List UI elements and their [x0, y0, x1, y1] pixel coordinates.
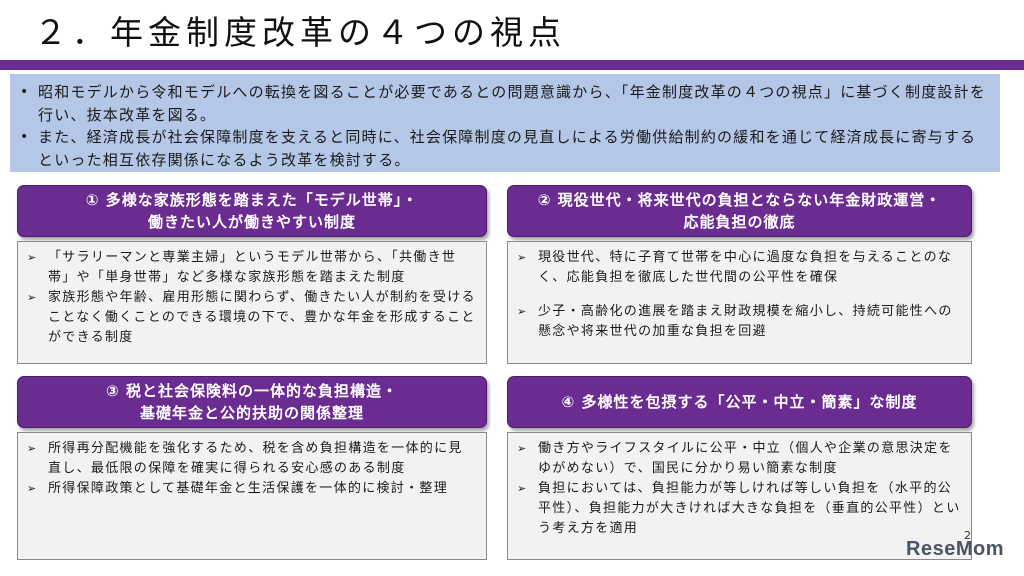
- logo-prefix: Rese: [906, 538, 956, 560]
- list-item: ➢ 「サラリーマンと専業主婦」というモデル世帯から、「共働き世帯」や「単身世帯」…: [27, 248, 476, 288]
- logo-suffix: Mom: [955, 538, 1004, 560]
- section-4-content: ➢ 働き方やライフスタイルに公平・中立（個人や企業の意思決定をゆがめない）で、国…: [507, 432, 972, 560]
- section-2-title: ② 現役世代・将来世代の負担とならない年金財政運営・ 応能負担の徹底: [537, 191, 942, 231]
- page-number: 2: [964, 529, 971, 542]
- summary-item: • また、経済成長が社会保障制度を支えると同時に、社会保障制度の見直しによる労働…: [20, 126, 990, 171]
- bullet-dot-icon: •: [20, 129, 30, 145]
- item-text: 所得保障政策として基礎年金と生活保護を一体的に検討・整理: [48, 481, 449, 496]
- section-1-header: ① 多様な家族形態を踏まえた「モデル世帯」・ 働きたい人が働きやすい制度: [17, 185, 487, 237]
- item-text: 家族形態や年齢、雇用形態に関わらず、働きたい人が制約を受けることなく働くことので…: [48, 290, 476, 345]
- section-1-title: ① 多様な家族形態を踏まえた「モデル世帯」・ 働きたい人が働きやすい制度: [85, 191, 419, 231]
- item-text: 少子・高齢化の進展を踏まえ財政規模を縮小し、持続可能性への懸念や将来世代の加重な…: [538, 304, 953, 339]
- page-title: ２．年金制度改革の４つの視点: [34, 13, 566, 52]
- title-underline-bar: [0, 60, 1024, 70]
- item-text: 働き方やライフスタイルに公平・中立（個人や企業の意思決定をゆがめない）で、国民に…: [538, 441, 953, 476]
- section-4-header: ④ 多様性を包摂する「公平・中立・簡素」な制度: [507, 376, 972, 428]
- item-text: 所得再分配機能を強化するため、税を含め負担構造を一体的に見直し、最低限の保障を確…: [48, 441, 463, 476]
- arrowhead-bullet-icon: ➢: [517, 305, 528, 318]
- section-3-title: ③ 税と社会保険料の一体的な負担構造・ 基礎年金と公的扶助の関係整理: [106, 382, 398, 422]
- arrowhead-bullet-icon: ➢: [27, 251, 38, 264]
- summary-text: また、経済成長が社会保障制度を支えると同時に、社会保障制度の見直しによる労働供給…: [38, 128, 977, 169]
- list-item: ➢ 現役世代、特に子育て世帯を中心に過度な負担を与えることのなく、応能負担を徹底…: [517, 248, 961, 288]
- summary-item: • 昭和モデルから令和モデルへの転換を図ることが必要であるとの問題意識から、「年…: [20, 81, 990, 126]
- arrowhead-bullet-icon: ➢: [27, 442, 38, 455]
- section-3-content: ➢ 所得再分配機能を強化するため、税を含め負担構造を一体的に見直し、最低限の保障…: [17, 432, 487, 560]
- list-item: ➢ 家族形態や年齢、雇用形態に関わらず、働きたい人が制約を受けることなく働くこと…: [27, 288, 476, 348]
- arrowhead-bullet-icon: ➢: [517, 442, 528, 455]
- list-item: ➢ 負担においては、負担能力が等しければ等しい負担を（水平的公平性）、負担能力が…: [517, 479, 961, 539]
- arrowhead-bullet-icon: ➢: [27, 291, 38, 304]
- section-2-header: ② 現役世代・将来世代の負担とならない年金財政運営・ 応能負担の徹底: [507, 185, 972, 237]
- arrowhead-bullet-icon: ➢: [27, 482, 38, 495]
- section-4-title: ④ 多様性を包摂する「公平・中立・簡素」な制度: [561, 393, 918, 411]
- resemom-logo: ReseMom: [906, 538, 1004, 561]
- item-text: 現役世代、特に子育て世帯を中心に過度な負担を与えることのなく、応能負担を徹底した…: [538, 250, 953, 285]
- section-1-content: ➢ 「サラリーマンと専業主婦」というモデル世帯から、「共働き世帯」や「単身世帯」…: [17, 241, 487, 364]
- bullet-dot-icon: •: [20, 84, 30, 100]
- list-item: ➢ 少子・高齢化の進展を踏まえ財政規模を縮小し、持続可能性への懸念や将来世代の加…: [517, 302, 961, 342]
- list-item: ➢ 所得保障政策として基礎年金と生活保護を一体的に検討・整理: [27, 479, 476, 499]
- list-item: ➢ 所得再分配機能を強化するため、税を含め負担構造を一体的に見直し、最低限の保障…: [27, 439, 476, 479]
- summary-text: 昭和モデルから令和モデルへの転換を図ることが必要であるとの問題意識から、「年金制…: [38, 83, 987, 124]
- list-item: ➢ 働き方やライフスタイルに公平・中立（個人や企業の意思決定をゆがめない）で、国…: [517, 439, 961, 479]
- item-text: 負担においては、負担能力が等しければ等しい負担を（水平的公平性）、負担能力が大き…: [538, 481, 961, 536]
- section-3-header: ③ 税と社会保険料の一体的な負担構造・ 基礎年金と公的扶助の関係整理: [17, 376, 487, 428]
- summary-box: • 昭和モデルから令和モデルへの転換を図ることが必要であるとの問題意識から、「年…: [10, 74, 1000, 172]
- arrowhead-bullet-icon: ➢: [517, 482, 528, 495]
- arrowhead-bullet-icon: ➢: [517, 251, 528, 264]
- item-text: 「サラリーマンと専業主婦」というモデル世帯から、「共働き世帯」や「単身世帯」など…: [48, 250, 457, 285]
- section-2-content: ➢ 現役世代、特に子育て世帯を中心に過度な負担を与えることのなく、応能負担を徹底…: [507, 241, 972, 364]
